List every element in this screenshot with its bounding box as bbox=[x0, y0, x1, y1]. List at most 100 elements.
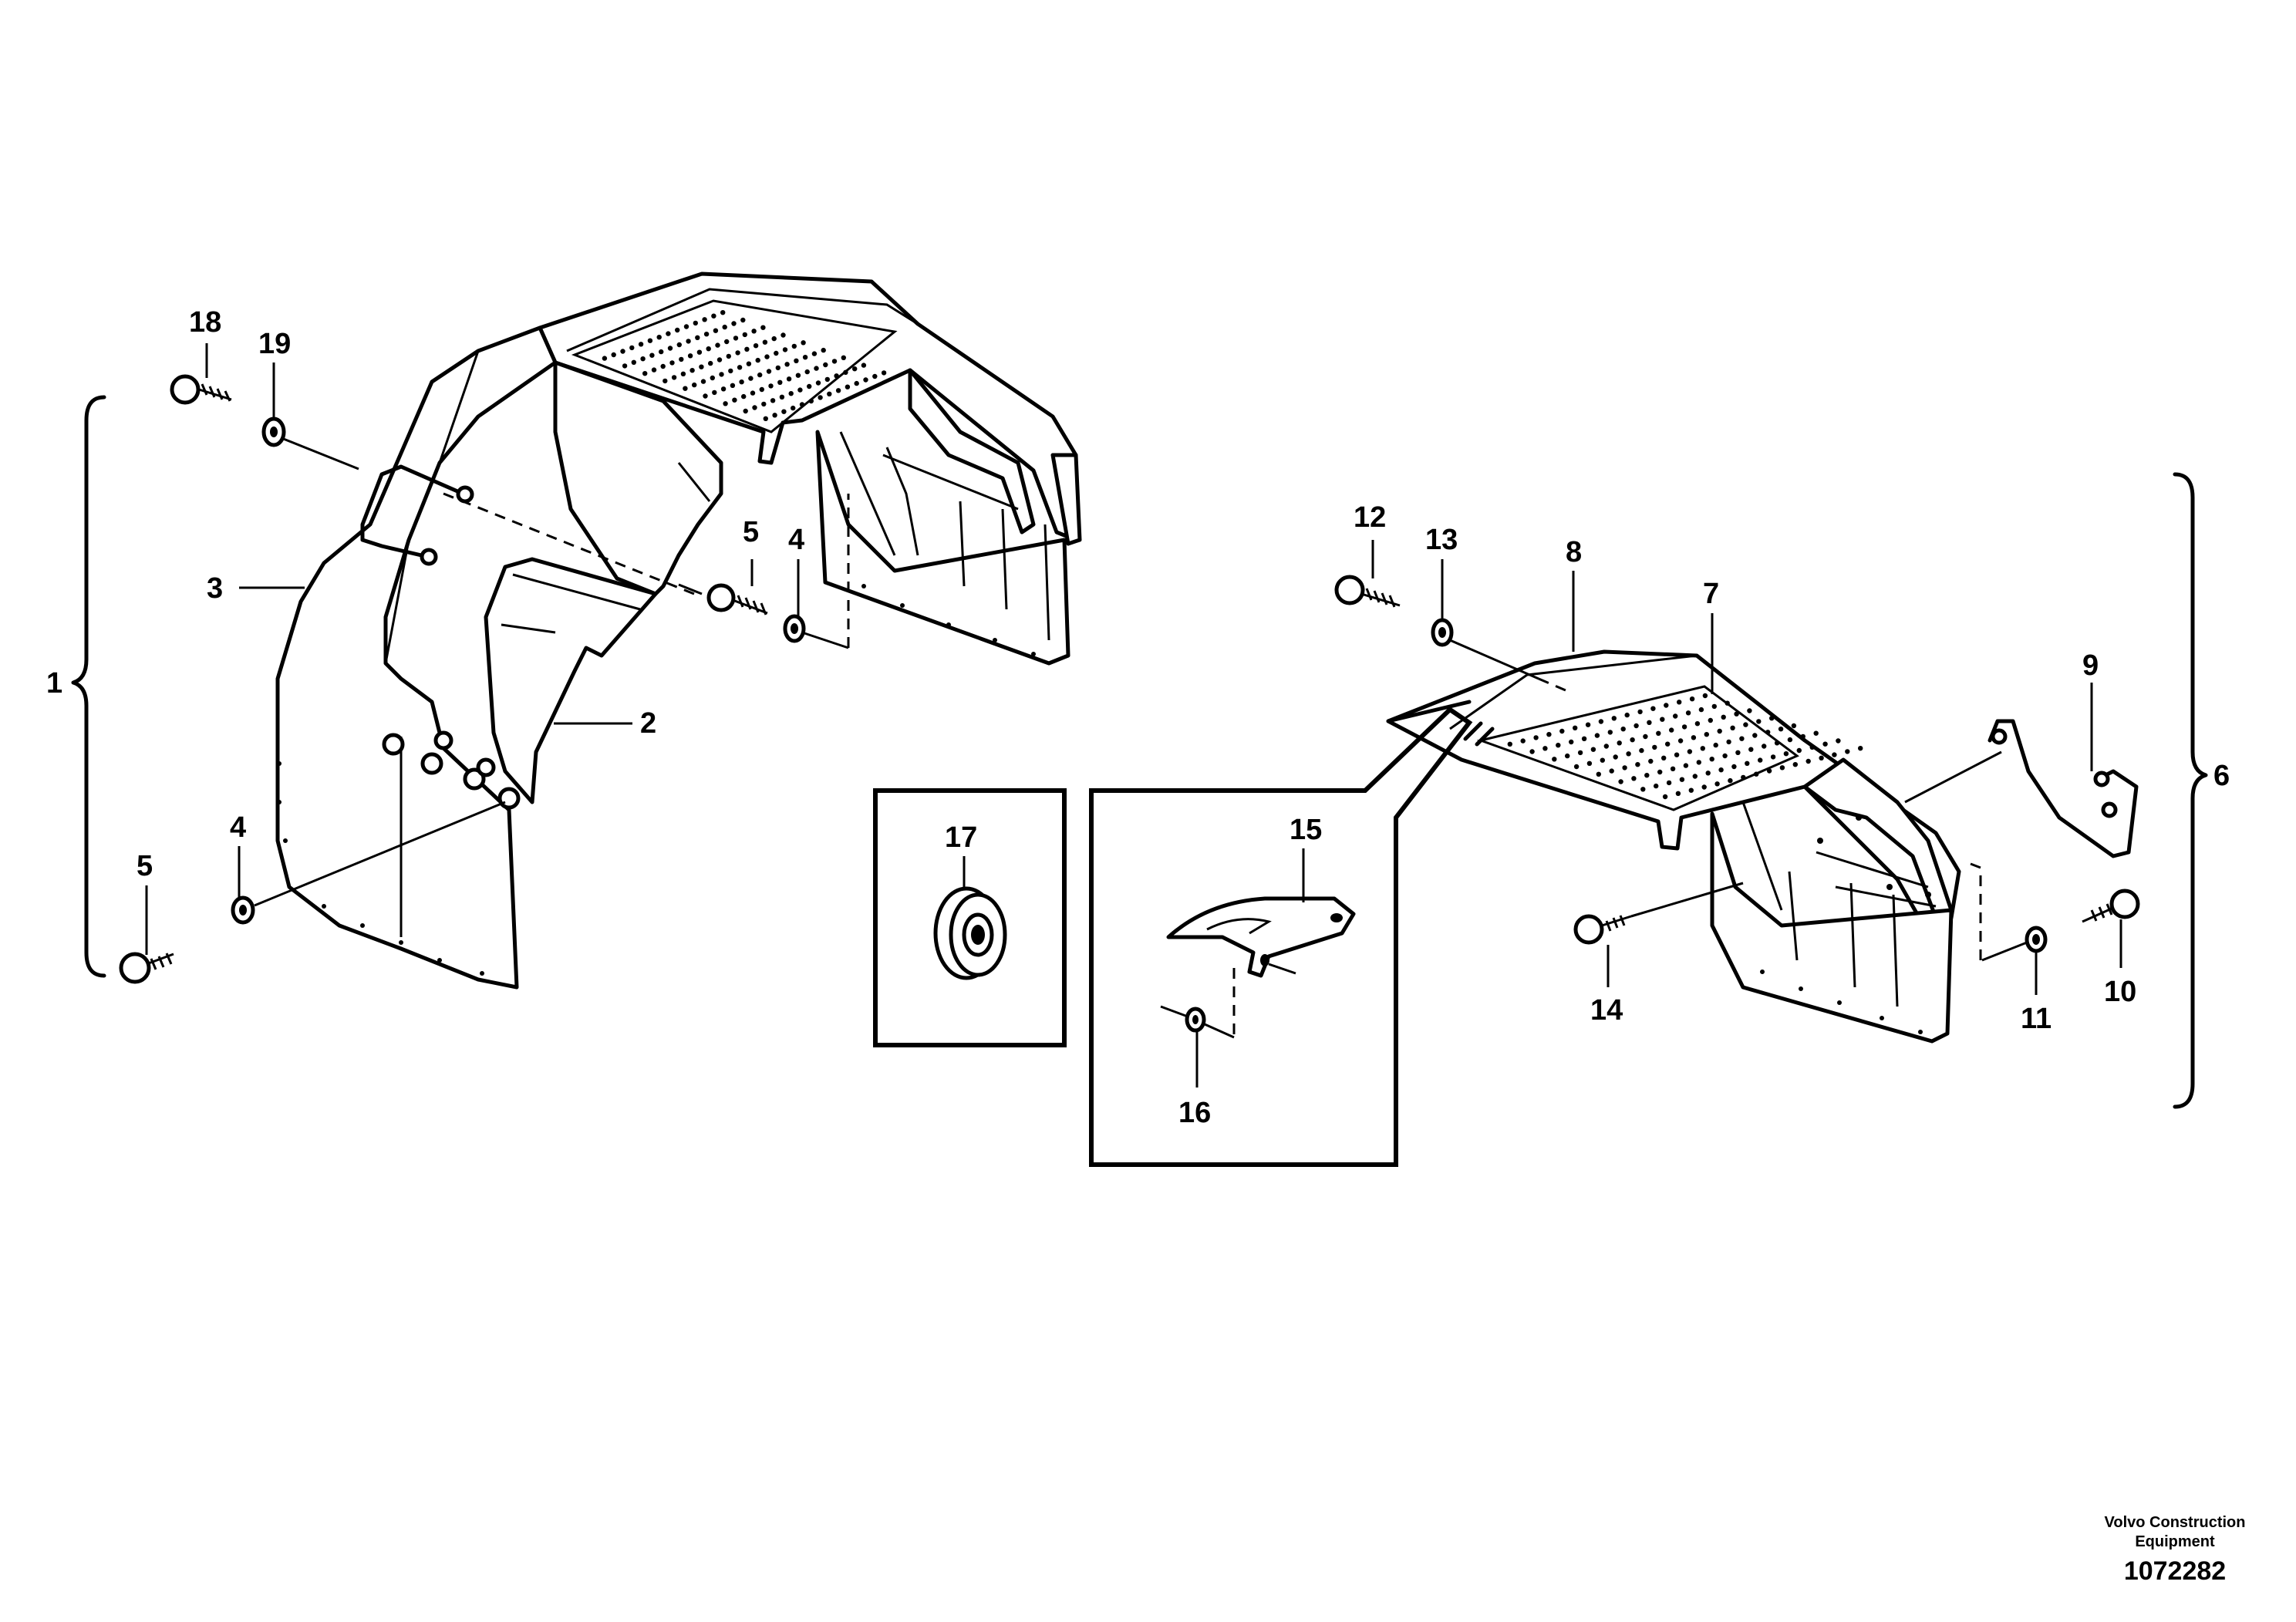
perforation-hole bbox=[710, 375, 715, 381]
perforation-hole bbox=[766, 369, 772, 374]
perforation-hole bbox=[1783, 751, 1789, 757]
perforation-hole bbox=[1640, 787, 1646, 792]
callout-1: 1 bbox=[46, 667, 62, 700]
perforation-hole bbox=[811, 351, 818, 356]
perforation-hole bbox=[740, 317, 746, 323]
perforation-hole bbox=[715, 342, 720, 348]
perforation-hole bbox=[755, 357, 760, 363]
perforation-hole bbox=[861, 363, 867, 368]
perforation-hole bbox=[1694, 721, 1701, 727]
perforation-hole bbox=[687, 353, 693, 359]
perforation-hole bbox=[743, 408, 748, 414]
rubber-buffer-17 bbox=[933, 886, 1007, 980]
perforation-hole bbox=[791, 343, 797, 349]
perforation-hole bbox=[1662, 794, 1668, 800]
perforation-hole bbox=[761, 401, 767, 407]
perforation-hole bbox=[651, 367, 657, 373]
perforation-hole bbox=[1565, 753, 1570, 759]
perforation-hole bbox=[730, 383, 736, 388]
perforation-hole bbox=[1674, 752, 1680, 757]
perforation-hole bbox=[720, 310, 726, 315]
perforation-hole bbox=[706, 346, 711, 352]
perforation-hole bbox=[1778, 727, 1784, 732]
perforation-hole bbox=[744, 346, 750, 352]
perforation-hole bbox=[768, 383, 774, 389]
perforation-hole bbox=[1687, 749, 1693, 754]
perforation-hole bbox=[753, 343, 759, 349]
perforation-hole bbox=[818, 395, 823, 400]
left-perforation-area bbox=[571, 299, 898, 433]
perforation-hole bbox=[640, 356, 646, 362]
callout-14: 14 bbox=[1590, 994, 1623, 1027]
perforation-hole bbox=[1666, 780, 1672, 786]
callout-3: 3 bbox=[207, 572, 223, 605]
washer-13 bbox=[1431, 618, 1454, 647]
callout-16: 16 bbox=[1178, 1097, 1211, 1129]
perforation-hole bbox=[1620, 727, 1626, 732]
perforation-hole bbox=[774, 350, 779, 356]
bolt-12 bbox=[1334, 575, 1401, 608]
perforation-hole bbox=[723, 401, 728, 406]
bolt-18 bbox=[170, 374, 232, 405]
perforation-hole bbox=[782, 347, 788, 352]
perforation-hole bbox=[1618, 779, 1623, 784]
perforation-hole bbox=[1730, 725, 1735, 730]
perforation-hole bbox=[1611, 716, 1617, 721]
perforation-hole bbox=[1573, 764, 1580, 770]
perforation-hole bbox=[1766, 768, 1772, 774]
perforation-hole bbox=[649, 352, 655, 358]
perforation-hole bbox=[854, 380, 859, 386]
perforation-hole bbox=[1665, 741, 1671, 747]
perforation-hole bbox=[786, 376, 792, 382]
callout-6: 6 bbox=[2213, 760, 2230, 792]
perforation-hole bbox=[1569, 739, 1574, 745]
perforation-hole bbox=[802, 355, 808, 360]
perforation-hole bbox=[663, 378, 668, 384]
perforation-hole bbox=[1603, 744, 1609, 749]
perforation-hole bbox=[784, 362, 790, 367]
perforation-hole bbox=[801, 340, 806, 346]
left-top-panel bbox=[538, 271, 1078, 542]
company-name-line1: Volvo Construction bbox=[2105, 1514, 2246, 1531]
perforation-hole bbox=[1639, 747, 1644, 754]
perforation-hole bbox=[1735, 750, 1741, 755]
perforation-hole bbox=[845, 384, 851, 389]
perforation-hole bbox=[1702, 693, 1708, 699]
perforation-hole bbox=[843, 369, 848, 375]
perforation-hole bbox=[611, 352, 616, 358]
perforation-hole bbox=[1705, 771, 1711, 776]
perforation-hole bbox=[1600, 757, 1605, 763]
perforation-hole bbox=[881, 370, 887, 376]
perforation-hole bbox=[841, 355, 847, 360]
perforation-hole bbox=[1669, 727, 1674, 733]
callout-9: 9 bbox=[2082, 649, 2099, 682]
perforation-hole bbox=[1675, 791, 1681, 797]
callout-5-upper: 5 bbox=[743, 516, 759, 548]
washer-4-upper bbox=[783, 614, 806, 643]
perforation-hole bbox=[629, 345, 635, 351]
perforation-hole bbox=[719, 372, 724, 377]
bolt-10 bbox=[2082, 889, 2140, 923]
perforation-hole bbox=[742, 332, 747, 338]
perforation-hole bbox=[731, 321, 737, 326]
perforation-hole bbox=[788, 391, 794, 396]
perforation-hole bbox=[1796, 747, 1802, 754]
callout-15: 15 bbox=[1290, 814, 1322, 846]
perforation-hole bbox=[631, 359, 636, 365]
perforation-hole bbox=[1698, 706, 1704, 713]
perforation-hole bbox=[770, 398, 776, 403]
perforation-hole bbox=[1709, 757, 1714, 762]
perforation-hole bbox=[724, 339, 730, 345]
perforation-hole bbox=[1652, 744, 1657, 750]
callout-10: 10 bbox=[2104, 976, 2136, 1008]
perforation-hole bbox=[1822, 741, 1828, 747]
perforation-hole bbox=[1529, 749, 1535, 754]
perforation-hole bbox=[1643, 733, 1648, 740]
perforation-hole bbox=[1673, 713, 1678, 719]
perforation-hole bbox=[703, 393, 708, 399]
perforation-hole bbox=[1762, 744, 1767, 749]
perforation-hole bbox=[771, 336, 777, 342]
perforation-hole bbox=[824, 376, 831, 383]
perforation-hole bbox=[638, 342, 644, 347]
perforation-hole bbox=[815, 380, 821, 386]
